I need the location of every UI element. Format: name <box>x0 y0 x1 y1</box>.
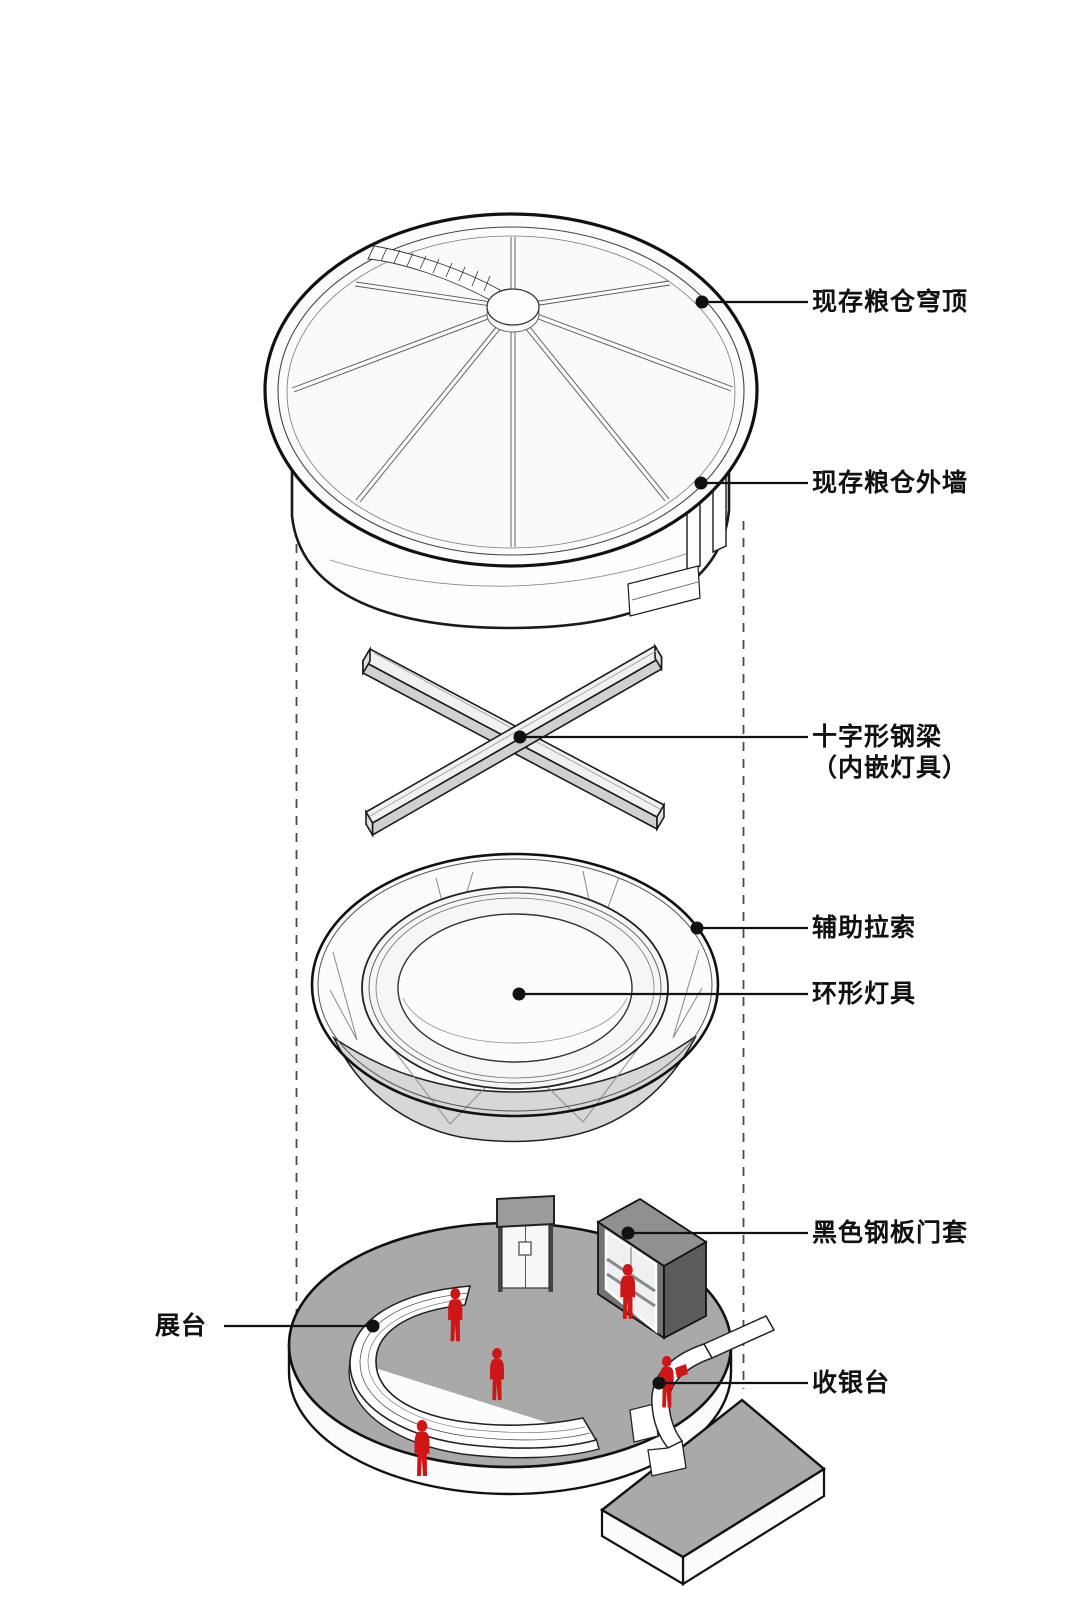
label-door-casing: 黑色钢板门套 <box>812 1219 969 1247</box>
person-tablet <box>675 1364 688 1378</box>
dashed-guide-lines <box>295 521 745 1389</box>
label-cables: 辅助拉索 <box>812 914 917 942</box>
label-beam: 十字形钢梁 （内嵌灯具） <box>812 722 968 784</box>
label-wall: 现存粮仓外墙 <box>812 469 969 497</box>
people-figures <box>414 1264 688 1476</box>
entry-ramp <box>599 1398 827 1586</box>
label-ring-light: 环形灯具 <box>812 980 917 1008</box>
label-cashier: 收银台 <box>812 1369 891 1397</box>
cable-ring-bowl <box>310 852 720 1143</box>
bowl-cone <box>332 1035 697 1143</box>
label-display-stand: 展台 <box>155 1312 208 1340</box>
label-dome: 现存粮仓穹顶 <box>812 288 969 316</box>
ring-light <box>361 886 669 1090</box>
leader-lines <box>224 295 808 1390</box>
display-stand-counter <box>348 1285 600 1459</box>
label-beam-line2: （内嵌灯具） <box>812 754 969 782</box>
freestanding-door-frame <box>496 1194 555 1292</box>
label-beam-line1: 十字形钢梁 <box>812 723 943 751</box>
dome-stair <box>367 245 501 303</box>
cross-steel-beam <box>361 643 666 838</box>
dome-ribs <box>291 237 734 547</box>
granary-dome <box>263 212 759 568</box>
